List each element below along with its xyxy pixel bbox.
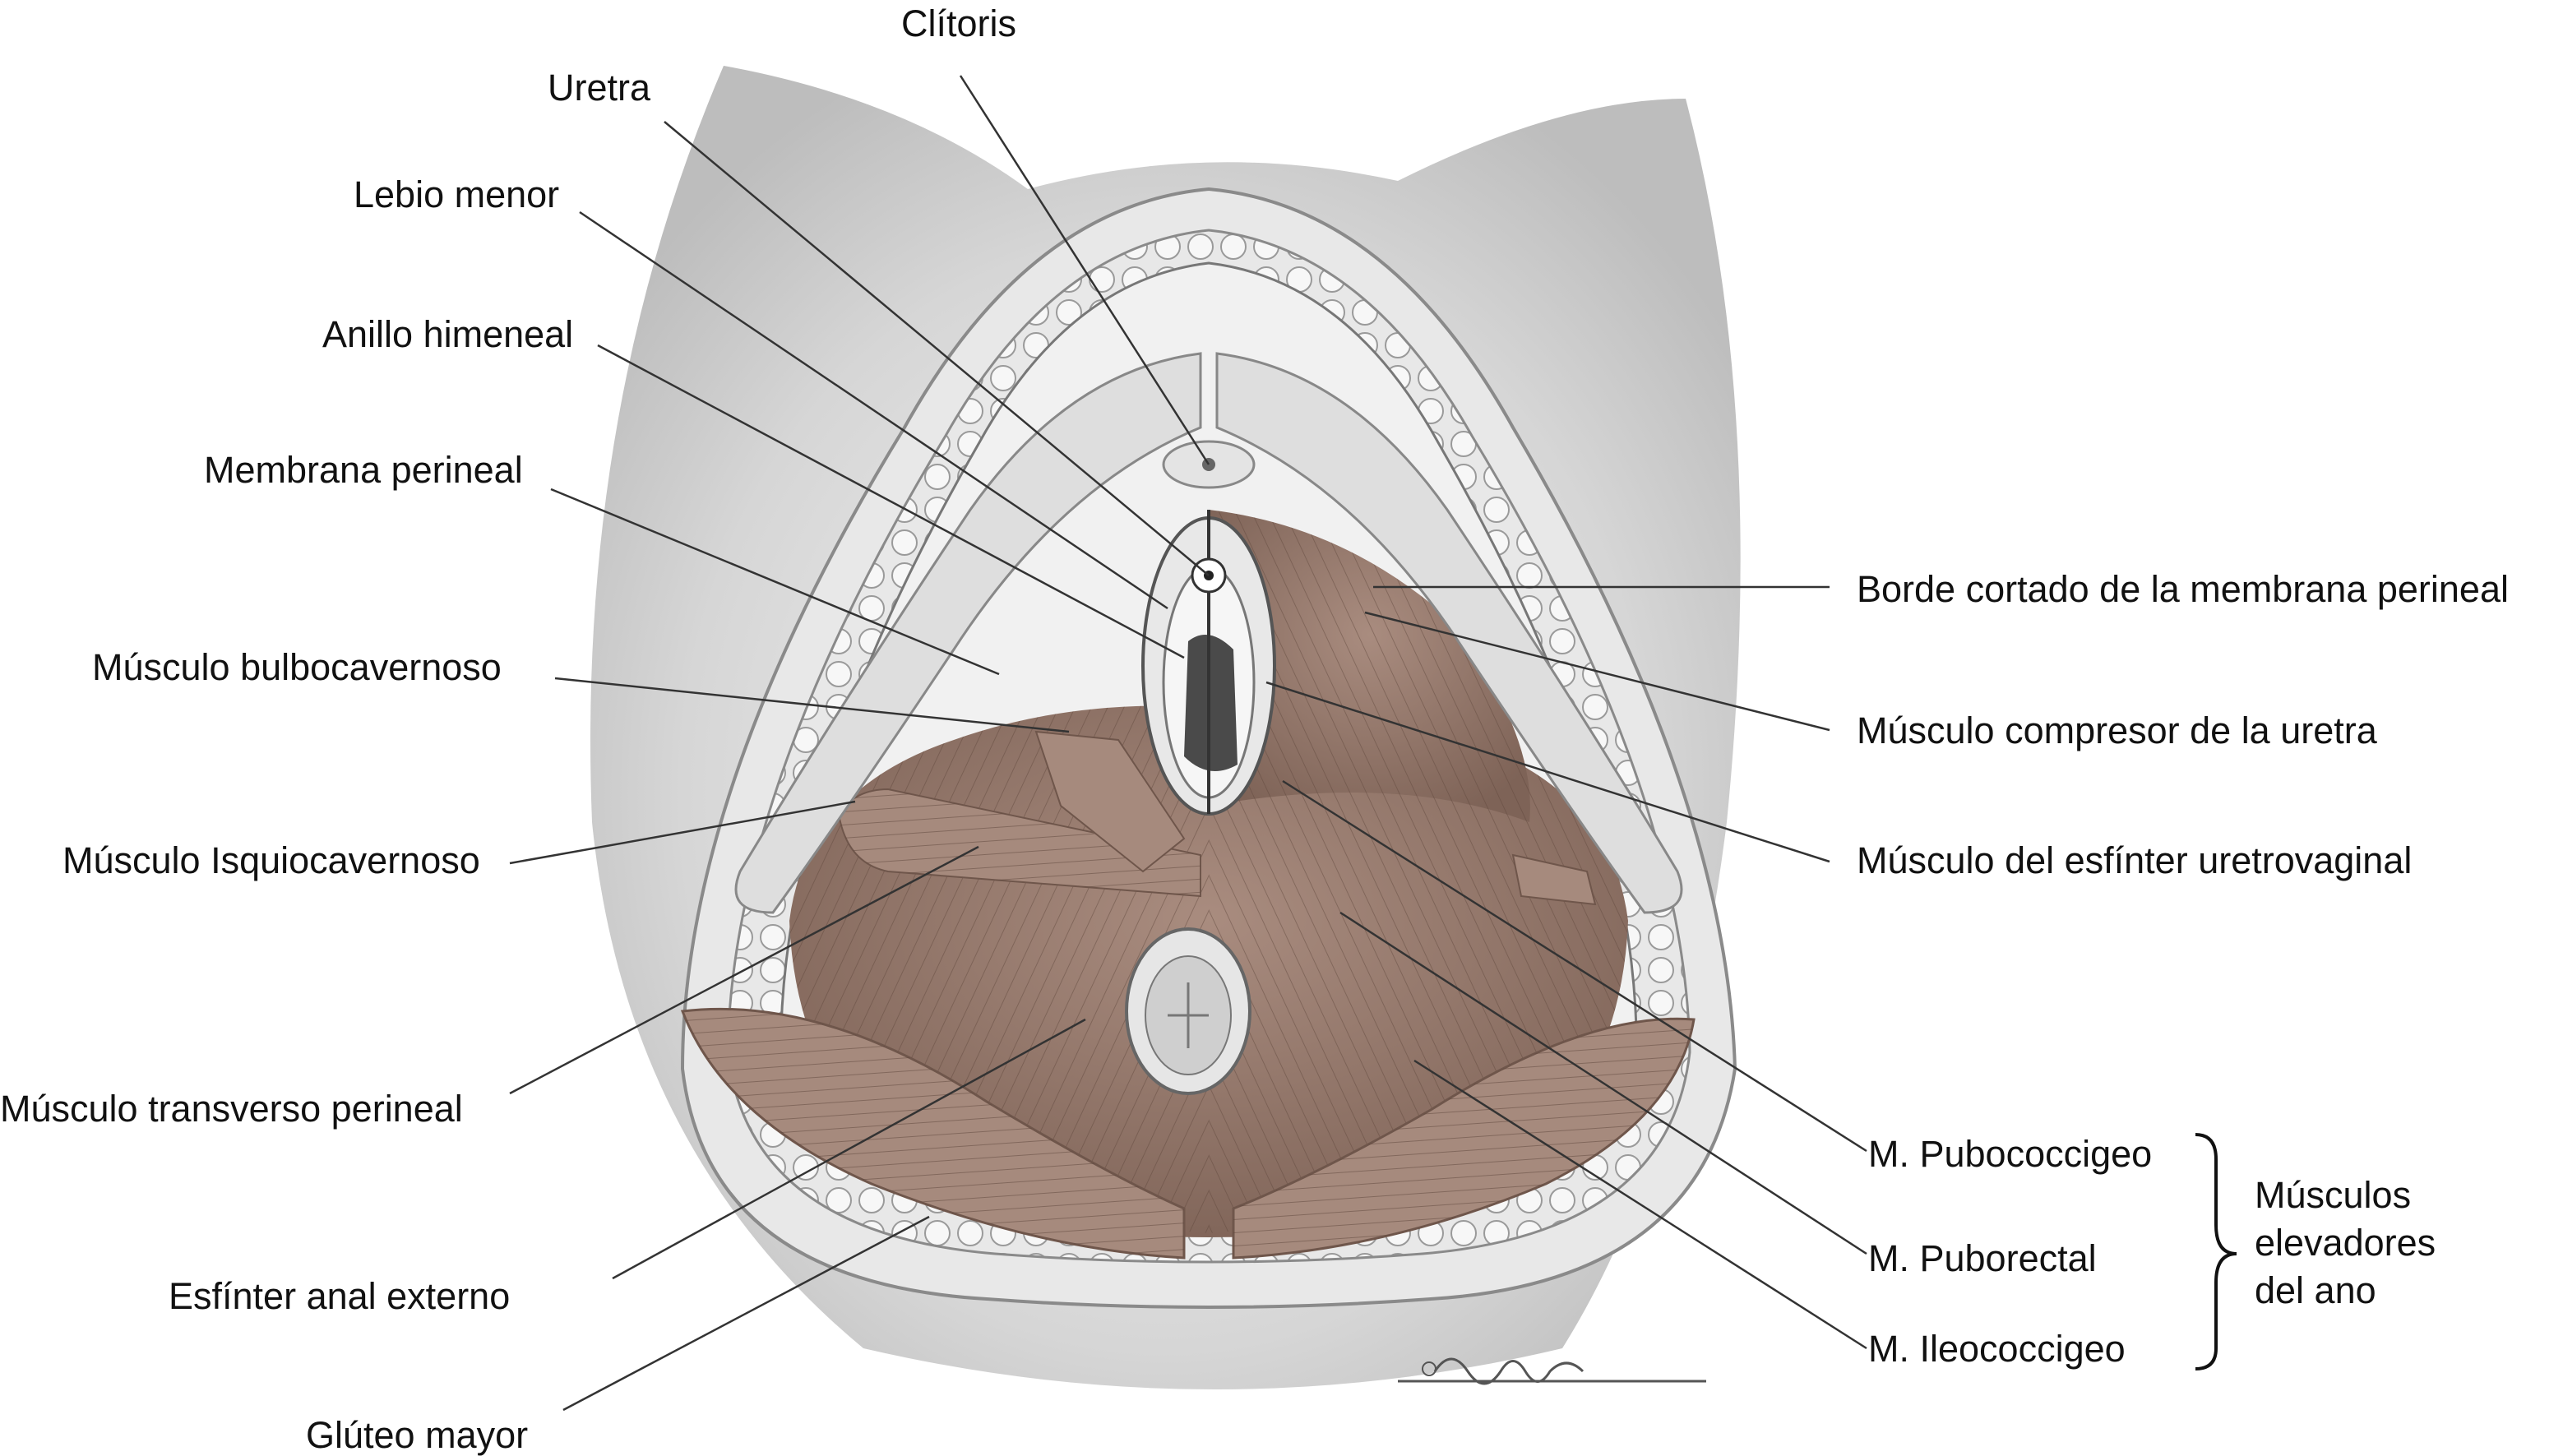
label-bulbocavernoso: Músculo bulbocavernoso <box>92 646 502 688</box>
label-esfinter-uretrovaginal: Músculo del esfínter uretrovaginal <box>1857 839 2413 881</box>
leader-clitoris <box>959 75 1210 465</box>
label-transverso-perineal: Músculo transverso perineal <box>0 1088 463 1130</box>
leader-uretra <box>664 121 1210 576</box>
label-compresor-uretra: Músculo compresor de la uretra <box>1857 710 2377 751</box>
leader-esfinter-uretrovaginal <box>1265 681 1830 863</box>
leader-membrana-perineal <box>550 488 1000 676</box>
label-anillo-himeneal: Anillo himeneal <box>322 313 574 355</box>
label-membrana-perineal: Membrana perineal <box>204 449 523 491</box>
leader-ileococcigeo <box>1413 1059 1867 1350</box>
compressor-urethrae-muscle <box>1209 510 1530 822</box>
label-levator-ani-group: Músculos elevadores del ano <box>2255 1172 2436 1315</box>
leader-labio-menor <box>579 210 1168 610</box>
levator-ani-brace <box>2195 1133 2237 1370</box>
leader-pubococcigeo <box>1282 779 1867 1153</box>
leader-isquiocavernoso <box>509 800 856 865</box>
group-line-3: del ano <box>2255 1269 2376 1311</box>
label-borde-cortado: Borde cortado de la membrana perineal <box>1857 568 2509 610</box>
label-pubococcigeo: M. Pubococcigeo <box>1868 1133 2153 1175</box>
leader-lines <box>509 75 1867 1412</box>
leader-bulbocavernoso <box>554 677 1070 733</box>
leader-esfinter-anal <box>612 1018 1086 1280</box>
group-line-2: elevadores <box>2255 1222 2436 1264</box>
label-clitoris: Clítoris <box>901 2 1017 44</box>
label-isquiocavernoso: Músculo Isquiocavernoso <box>62 839 480 881</box>
artist-signature <box>1398 1357 1706 1385</box>
labia-minora <box>734 352 1683 914</box>
leader-transverso-perineal <box>509 845 979 1095</box>
label-esfinter-anal: Esfínter anal externo <box>169 1275 511 1317</box>
gluteus-maximus-band <box>680 1007 1696 1260</box>
group-line-1: Músculos <box>2255 1174 2412 1216</box>
label-ileococcigeo: M. Ileococcigeo <box>1868 1328 2126 1370</box>
vaginal-opening <box>1141 510 1276 816</box>
leader-compresor-uretra <box>1364 611 1830 732</box>
transverse-perineal-muscle <box>837 730 1597 906</box>
leader-puborectal <box>1339 911 1867 1255</box>
label-labio-menor: Lebio menor <box>354 173 560 215</box>
leader-gluteo-mayor <box>562 1215 930 1412</box>
label-puborectal: M. Puborectal <box>1868 1237 2097 1279</box>
anus <box>1125 927 1251 1095</box>
leader-anillo-himeneal <box>597 344 1185 659</box>
label-gluteo-mayor: Glúteo mayor <box>306 1414 529 1456</box>
label-uretra: Uretra <box>548 67 651 109</box>
